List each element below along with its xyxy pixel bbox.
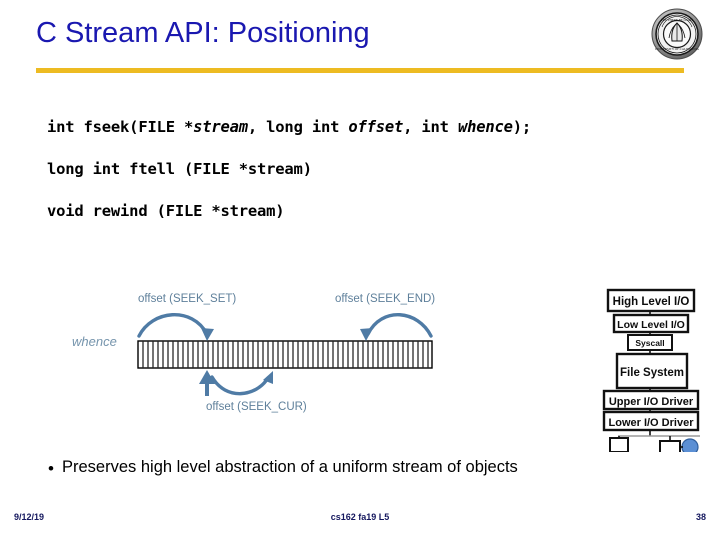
footer-page-number: 38 xyxy=(695,512,706,522)
arrow-seek-cur-arc xyxy=(210,375,270,396)
bullet-text: Preserves high level abstraction of a un… xyxy=(62,458,518,476)
stream-positioning-diagram: offset (SEEK_SET) offset (SEEK_END) offs… xyxy=(60,284,480,419)
io-stack-layer-lower-io-driver: Lower I/O Driver xyxy=(602,410,700,432)
svg-text:UNIVERSITY OF CALIFORNIA: UNIVERSITY OF CALIFORNIA xyxy=(655,47,700,51)
arrow-seek-set xyxy=(137,313,209,338)
code-line-ftell: long int ftell (FILE *stream) xyxy=(47,160,667,178)
code-token: , int xyxy=(403,118,458,136)
code-param: offset xyxy=(348,118,404,136)
label-seek-end: offset (SEEK_END) xyxy=(335,293,435,305)
svg-text:High Level I/O: High Level I/O xyxy=(613,296,690,308)
bullet-list-item: • Preserves high level abstraction of a … xyxy=(40,458,680,477)
arrowhead-seek-end xyxy=(360,328,373,341)
title-divider xyxy=(36,68,684,73)
label-whence: whence xyxy=(72,334,117,349)
svg-text:Syscall: Syscall xyxy=(635,338,664,348)
bullet-marker-icon: • xyxy=(48,459,54,478)
io-stack-layer-file-system: File System xyxy=(615,352,689,390)
code-token: ); xyxy=(512,118,532,136)
page-title: C Stream API: Positioning xyxy=(36,17,370,49)
io-stack-layer-syscall: Syscall xyxy=(627,334,673,351)
arrow-seek-end xyxy=(366,313,433,338)
code-signatures: int fseek(FILE *stream, long int offset,… xyxy=(47,118,667,244)
label-seek-cur: offset (SEEK_CUR) xyxy=(206,401,307,413)
uc-berkeley-seal-icon: LET THERE BE LIGHT UNIVERSITY OF CALIFOR… xyxy=(648,5,706,63)
svg-text:LET THERE BE LIGHT: LET THERE BE LIGHT xyxy=(661,18,693,22)
slide-footer: 9/12/19 cs162 fa19 L5 38 xyxy=(0,512,720,532)
svg-text:Lower I/O Driver: Lower I/O Driver xyxy=(609,417,695,429)
io-stack-layer-high-level-io: High Level I/O xyxy=(606,288,696,313)
code-token: void rewind (FILE *stream) xyxy=(47,202,285,220)
arrowhead-seek-cur-arc xyxy=(263,371,273,384)
arrowhead-seek-set xyxy=(201,328,214,341)
code-line-rewind: void rewind (FILE *stream) xyxy=(47,202,667,220)
svg-text:Upper I/O Driver: Upper I/O Driver xyxy=(609,396,694,408)
svg-text:Low Level I/O: Low Level I/O xyxy=(617,319,685,331)
footer-course: cs162 fa19 L5 xyxy=(330,512,390,522)
code-token: , long int xyxy=(247,118,349,136)
code-token: long int ftell (FILE *stream) xyxy=(47,160,312,178)
label-seek-set: offset (SEEK_SET) xyxy=(138,293,236,305)
io-stack-diagram: High Level I/O Low Level I/O Syscall Fil… xyxy=(588,286,712,452)
code-token: int fseek(FILE * xyxy=(47,118,194,136)
code-param: whence xyxy=(457,118,513,136)
footer-date: 9/12/19 xyxy=(14,512,45,522)
io-stack-layer-low-level-io: Low Level I/O xyxy=(612,313,690,334)
io-stack-device-bus xyxy=(609,430,700,452)
svg-text:File System: File System xyxy=(620,367,684,379)
code-param: stream xyxy=(193,118,248,136)
code-line-fseek: int fseek(FILE *stream, long int offset,… xyxy=(47,118,667,136)
stream-bar xyxy=(137,340,433,369)
io-stack-layer-upper-io-driver: Upper I/O Driver xyxy=(602,389,700,411)
arrowhead-seek-cur-up xyxy=(199,370,215,384)
